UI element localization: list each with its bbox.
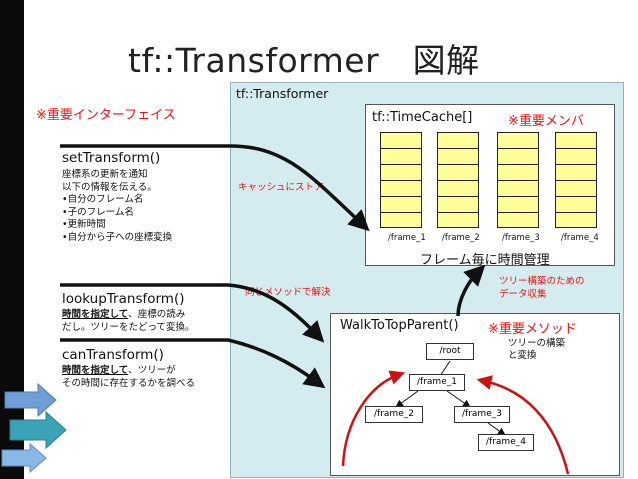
frame-stack-2 xyxy=(437,132,479,228)
frame-label-4: /frame_4 xyxy=(561,233,599,243)
lookup-transform-name: lookupTransform() xyxy=(62,291,185,307)
set-transform-line-5: •更新時間 xyxy=(62,219,106,230)
frame-stack-1 xyxy=(380,132,422,228)
panel-label: tf::Transformer xyxy=(236,86,329,101)
edge-frame1-frame3 xyxy=(446,390,471,408)
node-frame-1: /frame_1 xyxy=(409,374,465,391)
edge-frame3-frame4 xyxy=(487,422,506,436)
frame-label-3: /frame_3 xyxy=(502,233,540,243)
node-frame-4: /frame_4 xyxy=(478,434,534,451)
set-transform-line-4: •子のフレーム名 xyxy=(62,206,134,218)
walk-to-top-parent-box xyxy=(330,313,620,476)
set-transform-name: setTransform() xyxy=(62,150,161,166)
node-frame-2: /frame_2 xyxy=(365,406,423,423)
set-transform-line-3: •自分のフレーム名 xyxy=(62,194,144,205)
set-transform-line-1: 座標系の更新を通知 xyxy=(62,169,148,180)
node-root: /root xyxy=(426,343,474,360)
interface-heading: ※重要インターフェイス xyxy=(36,108,176,123)
can-transform-arrow xyxy=(60,338,326,389)
traverse-arrow-right xyxy=(476,375,570,475)
timecache-title: tf::TimeCache[] xyxy=(372,110,473,125)
walk-note-line-1: ツリーの構築 xyxy=(508,338,566,349)
set-transform-arrow xyxy=(60,144,370,232)
can-transform-rest: 、ツリーが xyxy=(128,365,176,376)
walk-mark: ※重要メソッド xyxy=(488,322,577,337)
can-transform-name: canTransform() xyxy=(62,347,164,363)
walk-to-cache-arrow xyxy=(456,264,486,317)
frame-label-2: /frame_2 xyxy=(442,233,480,243)
can-transform-line-2: その時間に存在するかを調べる xyxy=(62,377,196,389)
lookup-transform-desc: 時間を指定して、座標の読み だし。ツリーをたどって変換。 xyxy=(62,309,195,334)
tree-collect-note-2: データ収集 xyxy=(499,289,547,300)
lookup-transform-line-2: だし。ツリーをたどって変換。 xyxy=(62,321,195,333)
traverse-arrow-left xyxy=(341,370,406,467)
lookup-transform-arrow xyxy=(60,283,325,343)
frame-caption: フレーム毎に時間管理 xyxy=(420,253,550,268)
walk-note: ツリーの構築 と変換 xyxy=(508,338,565,362)
edge-root-frame1 xyxy=(439,360,451,377)
frame-stack-4 xyxy=(555,132,597,228)
frame-label-1: /frame_1 xyxy=(388,233,426,243)
edge-frame1-frame2 xyxy=(395,390,419,408)
walk-note-line-2: と変換 xyxy=(508,350,537,361)
decor-blue-arrows-icon xyxy=(1,382,67,474)
lookup-transform-rest: 、座標の読み xyxy=(128,309,186,320)
frame-stack-3 xyxy=(497,132,539,228)
set-transform-line-6: •自分から子への座標変換 xyxy=(62,231,173,243)
cache-store-note: キャッシュにストア xyxy=(238,182,324,193)
can-transform-desc: 時間を指定して、ツリーが その時間に存在するかを調べる xyxy=(62,365,195,390)
same-method-note: 同じメソッドで解決 xyxy=(245,287,331,298)
walk-title: WalkToTopParent() xyxy=(340,318,459,333)
tree-collect-note-1: ツリー構築のための xyxy=(499,276,585,287)
set-transform-desc: 座標系の更新を通知 以下の情報を伝える。 •自分のフレーム名 •子のフレーム名 … xyxy=(62,169,172,244)
set-transform-line-2: 以下の情報を伝える。 xyxy=(62,181,157,193)
slide-title: tf::Transformer 図解 xyxy=(128,41,480,80)
can-transform-emphasis: 時間を指定して xyxy=(62,365,129,376)
lookup-transform-emphasis: 時間を指定して xyxy=(62,309,129,320)
node-frame-3: /frame_3 xyxy=(454,406,510,423)
timecache-mark: ※重要メンバ xyxy=(508,114,584,129)
